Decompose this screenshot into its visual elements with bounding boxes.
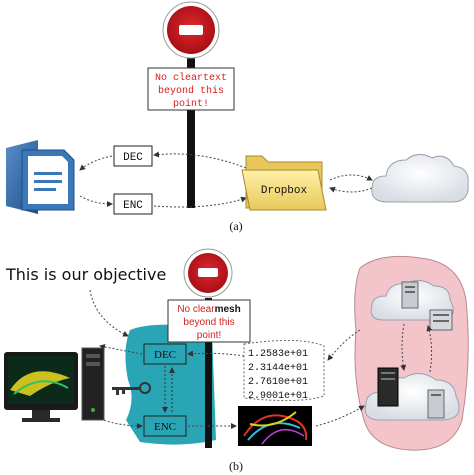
server-icon-top [401, 281, 419, 309]
arrow-dec-to-computer [99, 344, 143, 355]
sign-a-line-3: point! [173, 98, 209, 110]
dec-box-a [113, 145, 153, 167]
sign-pole-b [205, 298, 212, 448]
panel-a: No cleartext beyond this point! DEC ENC … [6, 1, 469, 233]
dropbox-label: Dropbox [261, 185, 308, 197]
arrow-objective-to-teal [89, 289, 129, 337]
arrow-enc-to-dropbox [153, 196, 247, 208]
number-3: 2.7610e+01 [248, 377, 308, 388]
dec-box-b [143, 343, 187, 365]
arrow-doc-to-enc [79, 195, 113, 207]
folder-icon [241, 155, 327, 211]
arrow-cloud-to-numbers [327, 329, 361, 361]
arrow-mesh-to-cloud [315, 405, 365, 427]
panel-b: No clearmesh beyond this point! This is … [4, 248, 469, 473]
enc-box-a [113, 193, 153, 215]
server-tower-icon-dark [377, 367, 399, 407]
key-icon [112, 382, 151, 395]
cloud-icon-a [371, 154, 469, 203]
arrow-dropbox-to-dec [153, 151, 247, 169]
sign-b-line-2: beyond this [183, 317, 234, 328]
sign-b-bold: mesh [215, 304, 241, 315]
office-document-icon [6, 140, 75, 214]
no-cleartext-sign [147, 67, 235, 111]
arrow-numbers-to-dec [187, 350, 245, 357]
number-1: 1.2583e+01 [248, 349, 308, 360]
sign-b-line-3: point! [197, 330, 221, 341]
sign-a-line-2: beyond this [158, 85, 224, 97]
caption-b: (b) [229, 459, 243, 473]
server-rack-icon-right [429, 309, 453, 331]
sign-b-line-1: No clearmesh [177, 304, 240, 315]
enc-box-b [143, 415, 187, 437]
dec-label-a: DEC [123, 152, 143, 164]
arrow-cloud-bottom-to-top [426, 325, 433, 373]
arrow-cloud-dropbox [329, 186, 373, 193]
computer-tower-icon [81, 347, 105, 421]
server-icon-bottom [427, 389, 445, 419]
stop-sign-icon-a [162, 1, 220, 59]
numbers-sheet [243, 339, 325, 402]
caption-a: (a) [229, 219, 242, 233]
stop-sign-icon-b [183, 248, 233, 298]
sign-a-line-1: No cleartext [155, 72, 227, 84]
number-4: 2.9001e+01 [248, 391, 308, 402]
computer-monitor-icon [4, 352, 78, 422]
number-2: 2.3144e+01 [248, 363, 308, 374]
arrow-dec-to-doc [79, 155, 113, 171]
enc-label-a: ENC [123, 200, 143, 212]
encrypted-mesh-image [238, 406, 312, 446]
objective-text: This is our objective [5, 265, 166, 284]
sign-b-prefix: No clear [177, 304, 215, 315]
arrow-dropbox-cloud [329, 174, 373, 181]
sign-pole-a [187, 58, 195, 208]
enc-label-b: ENC [154, 421, 176, 433]
no-clearmesh-sign [167, 299, 251, 343]
dec-label-b: DEC [154, 349, 176, 361]
